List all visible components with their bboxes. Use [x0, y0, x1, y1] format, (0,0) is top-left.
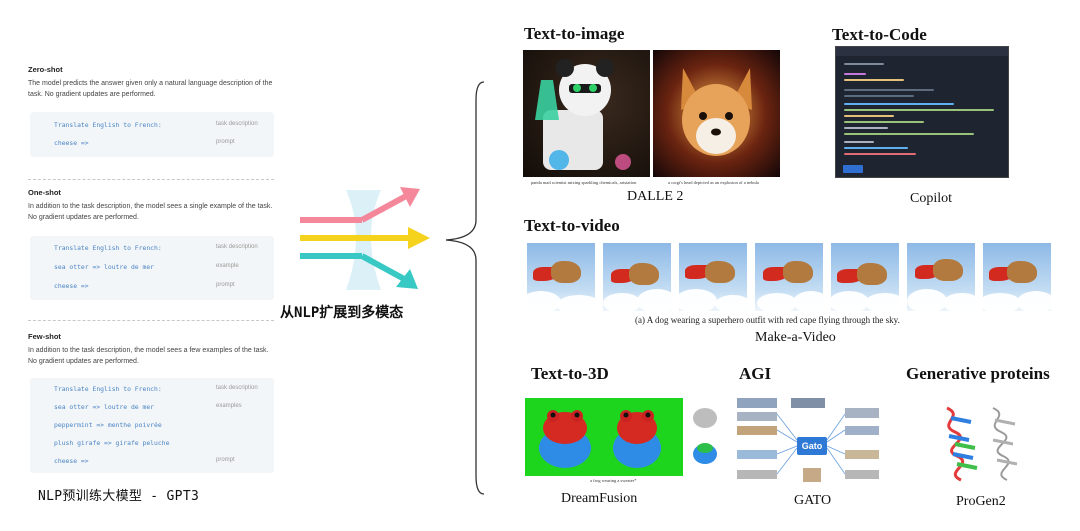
corgi-caption: a corgi's head depicted as an explosion …: [668, 180, 759, 185]
generative-proteins-title: Generative proteins: [906, 364, 1050, 383]
video-frame: [527, 243, 595, 311]
few-shot-title: Few-shot: [28, 332, 61, 341]
pink-arrow-icon: [300, 187, 420, 223]
code-line: cheese =>: [54, 139, 89, 147]
center-caption: 从NLP扩展到多模态: [280, 305, 404, 321]
divider: [28, 179, 274, 180]
code-note: task description: [216, 244, 258, 250]
video-frame: [679, 243, 747, 311]
zero-shot-example-box: Translate English to French: cheese => t…: [30, 112, 274, 157]
text-to-3d-title: Text-to-3D: [531, 364, 609, 383]
copilot-badge-icon: [843, 165, 863, 173]
frog-3d-render: [525, 398, 683, 476]
bracket-connector: [445, 81, 485, 495]
make-a-video-label: Make-a-Video: [755, 330, 836, 345]
text-to-video-title: Text-to-video: [524, 216, 620, 235]
teal-arrow-icon: [300, 253, 418, 289]
code-line: Translate English to French:: [54, 121, 162, 129]
protein-structure-graphic: [946, 406, 1018, 482]
code-note: prompt: [216, 282, 235, 288]
code-line: Translate English to French:: [54, 244, 162, 252]
panda-scientist-image: [523, 50, 650, 177]
zero-shot-title: Zero-shot: [28, 65, 63, 74]
corgi-nebula-image: [653, 50, 780, 177]
code-line: sea otter => loutre de mer: [54, 263, 155, 271]
video-frame: [831, 243, 899, 311]
few-shot-description: In addition to the task description, the…: [28, 347, 269, 365]
code-line: cheese =>: [54, 282, 89, 290]
video-caption: (a) A dog wearing a superhero outfit wit…: [635, 315, 900, 325]
code-line: Translate English to French:: [54, 385, 162, 393]
code-line: sea otter => loutre de mer: [54, 403, 155, 411]
code-note: examples: [216, 403, 242, 409]
code-line: cheese =>: [54, 457, 89, 465]
video-frame: [603, 243, 671, 311]
gato-diagram: [737, 398, 879, 482]
one-shot-section: One-shot In addition to the task descrip…: [28, 188, 274, 223]
frog-caption: a frog wearing a sweater*: [590, 478, 637, 483]
few-shot-example-box: Translate English to French: sea otter =…: [30, 378, 274, 473]
video-frame: [907, 243, 975, 311]
panda-caption: panda mad scientist mixing sparkling che…: [531, 180, 637, 185]
yellow-arrow-icon: [300, 227, 430, 249]
code-note: prompt: [216, 457, 235, 463]
text-to-code-title: Text-to-Code: [832, 25, 927, 44]
text-to-image-title: Text-to-image: [524, 24, 625, 43]
gato-label: GATO: [794, 493, 832, 508]
divider: [28, 320, 274, 321]
one-shot-title: One-shot: [28, 188, 61, 197]
zero-shot-section: Zero-shot The model predicts the answer …: [28, 65, 274, 100]
one-shot-description: In addition to the task description, the…: [28, 203, 273, 221]
gpt3-caption: NLP预训练大模型 - GPT3: [38, 489, 200, 504]
zero-shot-description: The model predicts the answer given only…: [28, 80, 273, 98]
code-line: plush girafe => girafe peluche: [54, 439, 170, 447]
expansion-arrows-graphic: [300, 187, 430, 290]
few-shot-section: Few-shot In addition to the task descrip…: [28, 332, 274, 367]
video-frame: [755, 243, 823, 311]
gpt3-incontext-panel: Zero-shot The model predicts the answer …: [28, 60, 274, 480]
editor-tab-bar: [836, 47, 1008, 56]
gato-node: Gato: [797, 437, 827, 455]
copilot-label: Copilot: [910, 191, 953, 206]
code-note: task description: [216, 385, 258, 391]
code-line: peppermint => menthe poivrée: [54, 421, 162, 429]
video-frame: [983, 243, 1051, 311]
code-note: task description: [216, 121, 258, 127]
code-note: prompt: [216, 139, 235, 145]
dreamfusion-label: DreamFusion: [561, 491, 638, 506]
dalle2-label: DALLE 2: [627, 189, 684, 204]
progen2-label: ProGen2: [956, 494, 1006, 509]
code-editor-screenshot: [835, 46, 1009, 178]
code-note: example: [216, 263, 239, 269]
one-shot-example-box: Translate English to French: sea otter =…: [30, 236, 274, 300]
agi-title: AGI: [739, 364, 772, 383]
frog-geometry-thumbnails: [693, 408, 717, 464]
